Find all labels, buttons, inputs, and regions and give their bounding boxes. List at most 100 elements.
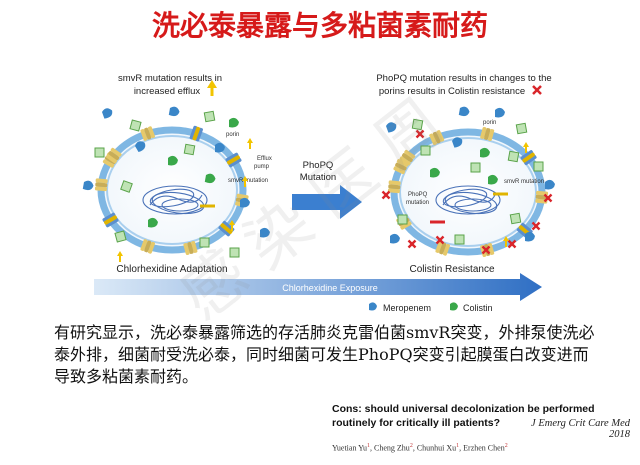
colistin-molecule <box>204 173 216 184</box>
colistin-square <box>507 150 520 163</box>
left-heading-line2: increased efflux <box>134 86 201 97</box>
right-label-phopq-2: mutation <box>406 200 429 206</box>
porin-protein <box>435 241 450 256</box>
red-x-icon <box>415 129 425 139</box>
left-membrane-proteins <box>94 125 249 256</box>
meropenem-molecule <box>260 227 270 238</box>
colistin-square <box>397 214 408 225</box>
colistin-square <box>533 161 544 172</box>
left-caption: Chlorhexidine Adaptation <box>116 264 227 275</box>
meropenem-molecule <box>386 122 397 133</box>
exposure-bar-label: Chlorhexidine Exposure <box>282 283 378 293</box>
paragraph-line-3: 导致多粘菌素耐药。 <box>54 367 199 386</box>
porin-protein <box>429 130 445 146</box>
colistin-square <box>515 122 528 135</box>
yellow-up-arrow-icon <box>247 138 253 149</box>
colistin-molecule <box>148 217 158 228</box>
red-x-icon <box>481 245 491 255</box>
efflux-pump-protein <box>520 150 537 166</box>
author-1: Yuetian Yu <box>332 443 368 453</box>
efflux-pump-protein <box>102 212 119 228</box>
right-dna-coil <box>435 185 501 215</box>
efflux-pump-protein <box>189 125 203 142</box>
colistin-square <box>94 147 105 158</box>
porin-protein <box>183 240 198 256</box>
colistin-legend-swatch <box>450 302 458 311</box>
red-x-icon <box>532 85 542 95</box>
left-bacterial-cell: smvR mutation porin Efflux pump <box>82 106 272 262</box>
colistin-square <box>411 118 424 131</box>
red-x-icon <box>407 239 417 249</box>
colistin-molecule <box>229 117 239 128</box>
meropenem-molecule <box>135 141 146 153</box>
right-label-porin: porin <box>483 120 496 126</box>
porin-protein <box>94 178 108 192</box>
meropenem-molecule <box>390 233 400 244</box>
colistin-molecule <box>480 147 490 158</box>
chlorhexidine-exposure-bar: Chlorhexidine Exposure <box>94 273 542 301</box>
colistin-square <box>509 212 522 225</box>
mechanism-diagram: smvR mutation results in increased efflu… <box>82 73 555 313</box>
left-heading-line1: smvR mutation results in <box>118 73 222 84</box>
porin-protein <box>106 147 122 164</box>
left-label-efflux-1: Efflux <box>257 156 272 162</box>
author-2: Cheng Zhu <box>374 443 410 453</box>
phopq-transition-arrow: PhoPQ Mutation <box>292 160 362 219</box>
yellow-up-arrow-icon <box>503 236 509 247</box>
colistin-molecule <box>430 167 440 178</box>
right-caption: Colistin Resistance <box>409 264 494 275</box>
meropenem-molecule <box>102 108 113 119</box>
explanation-paragraph: 有研究显示，洗必泰暴露筛选的存活肺炎克雷伯菌smvR突变，外排泵使洗必 泰外排，… <box>54 322 614 388</box>
efflux-pump-protein <box>225 152 242 168</box>
colistin-square <box>129 119 142 132</box>
colistin-molecule <box>488 174 498 185</box>
right-label-smvr: smvR mutation <box>504 179 544 185</box>
yellow-up-arrow-icon <box>207 80 217 96</box>
colistin-square <box>454 234 465 245</box>
colistin-square <box>420 145 431 156</box>
left-dna-coil <box>142 185 208 215</box>
red-x-icon <box>543 193 553 203</box>
meropenem-molecule <box>452 137 463 148</box>
slide-title: 洗必泰暴露与多粘菌素耐药 <box>151 9 488 42</box>
legend-label-meropenem: Meropenem <box>383 303 431 313</box>
meropenem-molecule <box>545 179 555 190</box>
right-bacterial-cell: smvR mutation PhoPQ mutation porin <box>381 106 555 258</box>
paragraph-line-2: 泰外排，细菌耐受洗必泰，同时细菌可发生PhoPQ突变引起膜蛋白改变进而 <box>54 345 589 364</box>
meropenem-molecule <box>495 107 505 118</box>
left-label-efflux-2: pump <box>254 164 270 170</box>
right-drug-molecules <box>381 106 555 255</box>
citation-title: Cons: should universal decolonization be… <box>332 403 595 429</box>
porin-protein <box>140 126 155 141</box>
colistin-square <box>114 230 127 243</box>
paragraph-line-1: 有研究显示，洗必泰暴露筛选的存活肺炎克雷伯菌smvR突变，外排泵使洗必 <box>54 323 595 342</box>
author-3: Chunhui Xu <box>416 443 457 453</box>
red-x-icon <box>435 235 445 245</box>
meropenem-molecule <box>525 231 535 242</box>
colistin-molecule <box>168 155 178 166</box>
right-heading-line1: PhoPQ mutation results in changes to the <box>376 73 551 84</box>
yellow-up-arrow-icon <box>242 176 248 187</box>
yellow-up-arrow-icon <box>117 251 123 262</box>
citation-authors: Yuetian Yu1, Cheng Zhu2, Chunhui Xu1, Er… <box>332 443 508 453</box>
legend-label-colistin: Colistin <box>463 303 493 313</box>
arrow-label-line1: PhoPQ <box>303 160 334 171</box>
left-label-porin: porin <box>226 132 239 138</box>
porin-protein <box>387 180 401 194</box>
porin-protein <box>480 126 495 142</box>
meropenem-molecule <box>458 106 470 117</box>
red-x-icon <box>531 221 541 231</box>
colistin-square <box>203 110 216 123</box>
red-x-icon <box>507 239 517 249</box>
colistin-square <box>470 162 481 173</box>
meropenem-molecule <box>82 180 94 191</box>
meropenem-molecule <box>240 197 250 208</box>
colistin-square <box>183 143 196 156</box>
colistin-square <box>229 247 240 258</box>
meropenem-molecule <box>215 142 225 153</box>
drug-legend: Meropenem Colistin <box>369 302 493 313</box>
meropenem-legend-swatch <box>369 302 377 311</box>
yellow-up-arrow-icon <box>229 220 235 231</box>
colistin-square <box>120 180 133 193</box>
